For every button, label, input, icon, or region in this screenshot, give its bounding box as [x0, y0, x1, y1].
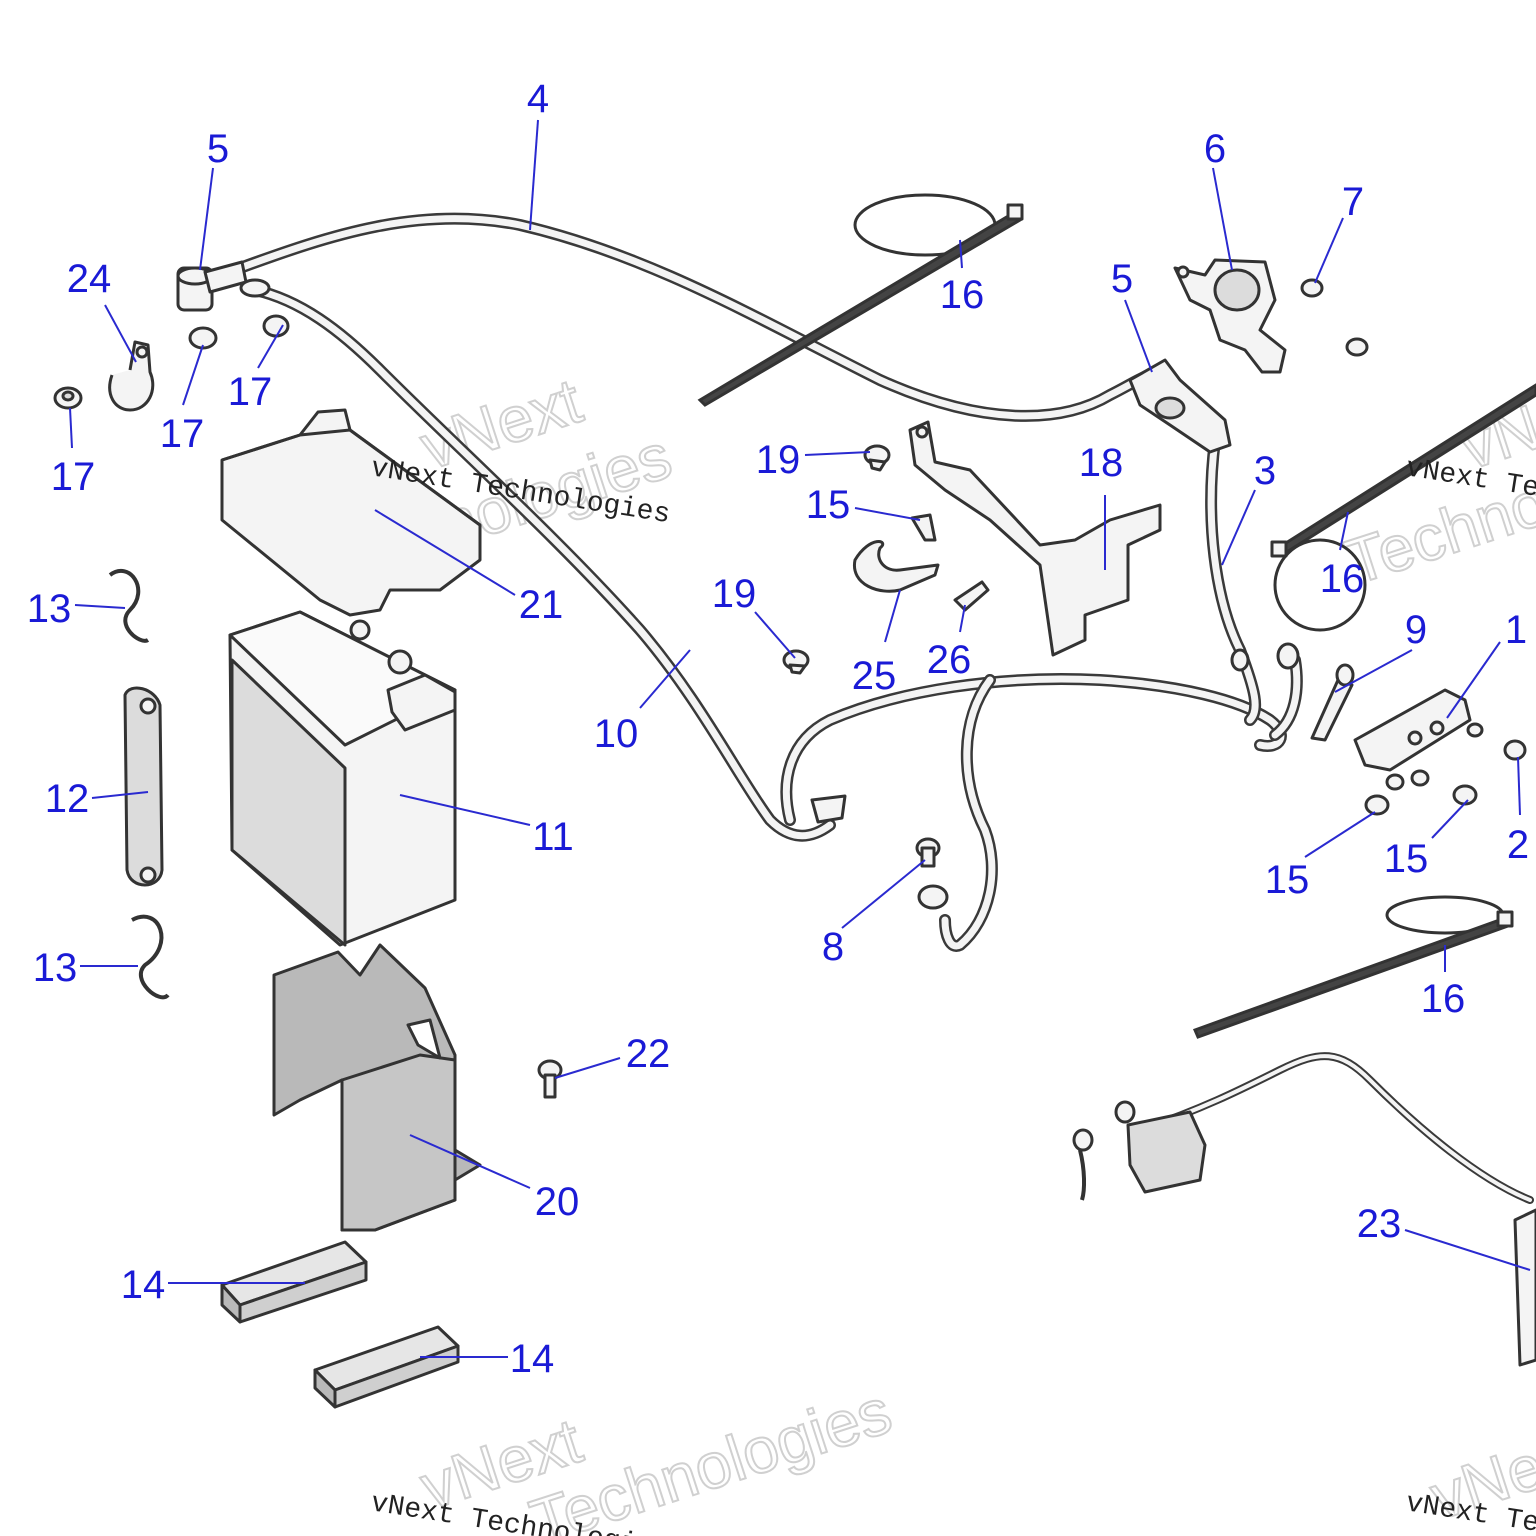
clip-13-top	[108, 568, 150, 643]
callout-13-top: 13	[27, 587, 72, 631]
strap-12	[123, 686, 164, 887]
callout-19-b: 19	[712, 572, 757, 616]
harness-23	[1072, 1052, 1536, 1367]
push-pin-19-b	[782, 649, 810, 675]
callout-15-c: 15	[1384, 837, 1429, 881]
callout-13-bottom: 13	[33, 946, 78, 990]
push-pin-19-a	[863, 444, 891, 472]
clip-15-a	[910, 513, 937, 542]
clip-26	[953, 580, 990, 612]
callout-15-a: 15	[806, 483, 851, 527]
callout-16-right: 16	[1320, 557, 1365, 601]
callout-7: 7	[1342, 180, 1364, 224]
terminal-boot-5-left	[176, 260, 248, 312]
callout-24: 24	[67, 257, 112, 301]
callout-1: 1	[1505, 608, 1527, 652]
clamp-24	[108, 340, 155, 412]
pad-14-top	[220, 1240, 368, 1324]
callout-9: 9	[1405, 608, 1427, 652]
cable-3	[1205, 434, 1303, 741]
cable-10	[239, 278, 847, 842]
callout-2: 2	[1507, 823, 1529, 867]
callout-22: 22	[626, 1032, 671, 1076]
cable-tie-16-top	[697, 193, 1024, 407]
callout-labels: 1 2 3 4 5 5 6 7 8 9 10 11 12 13 13 14 14…	[27, 77, 1529, 1381]
cable-tie-16-lower	[1192, 895, 1514, 1039]
wire-harness	[780, 673, 1287, 952]
nut-17-c	[262, 314, 290, 338]
callout-8: 8	[822, 925, 844, 969]
clip-15-c	[1452, 784, 1478, 806]
bracket-18	[908, 420, 1162, 657]
callout-17-b: 17	[160, 412, 205, 456]
terminal-9	[1310, 663, 1355, 742]
callout-14-bottom: 14	[510, 1337, 555, 1381]
battery-bracket-20	[272, 943, 482, 1232]
callout-10: 10	[594, 712, 639, 756]
clamp-25	[853, 540, 940, 593]
callout-4: 4	[527, 77, 549, 121]
callout-11: 11	[532, 815, 574, 859]
callout-26: 26	[927, 638, 972, 682]
callout-12: 12	[45, 777, 90, 821]
bolt-22	[537, 1059, 563, 1099]
cable-tie-16-right	[1270, 383, 1536, 632]
callout-23: 23	[1357, 1202, 1402, 1246]
watermark-large: vNext Technologies vNext Technologies vN…	[301, 363, 1536, 1536]
callout-3: 3	[1254, 449, 1276, 493]
nut-7-b	[1345, 337, 1369, 357]
callout-21: 21	[519, 583, 564, 627]
nut-17-a	[53, 386, 83, 410]
bolt-8	[915, 837, 941, 868]
terminal-block-1	[1353, 688, 1484, 791]
callout-17-c: 17	[228, 370, 273, 414]
callout-25: 25	[852, 654, 897, 698]
solenoid-6	[1173, 258, 1287, 374]
callout-19-a: 19	[756, 438, 801, 482]
callout-16-lower: 16	[1421, 977, 1466, 1021]
callout-20: 20	[535, 1180, 580, 1224]
nut-7-a	[1300, 278, 1324, 298]
callout-18: 18	[1079, 441, 1124, 485]
callout-16-top: 16	[940, 273, 985, 317]
battery-11	[228, 610, 457, 947]
callout-5-left: 5	[207, 127, 229, 171]
battery-cover-21	[220, 408, 482, 617]
callout-15-b: 15	[1265, 858, 1310, 902]
callout-14-top: 14	[121, 1263, 166, 1307]
pad-14-bottom	[313, 1325, 460, 1409]
terminal-boot-5-right	[1128, 358, 1232, 454]
clip-13-bottom	[131, 914, 170, 1000]
leader-lines	[69, 119, 1531, 1358]
callout-17-a: 17	[51, 455, 96, 499]
nut-2	[1503, 739, 1527, 761]
callout-6: 6	[1204, 127, 1226, 171]
clip-15-b	[1364, 794, 1390, 816]
cable-4	[234, 212, 1156, 422]
callout-5-right: 5	[1111, 257, 1133, 301]
